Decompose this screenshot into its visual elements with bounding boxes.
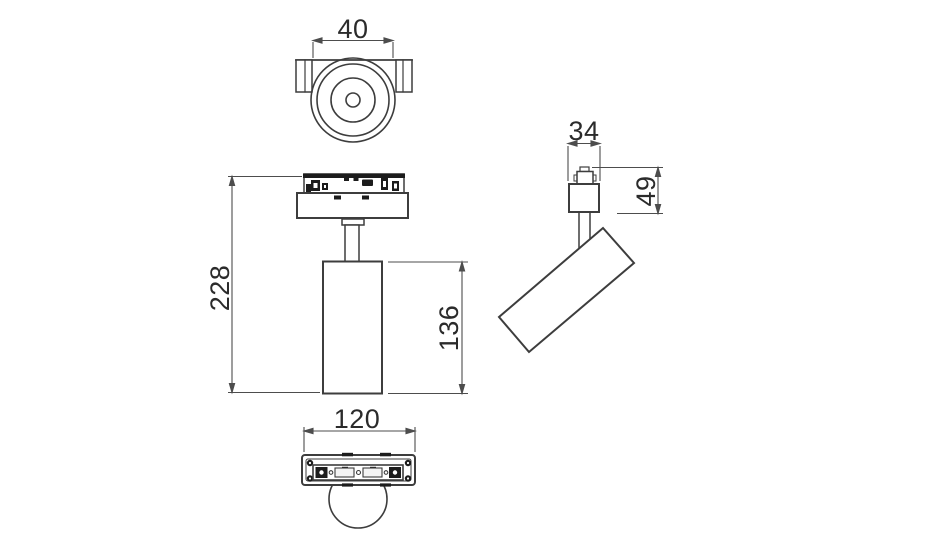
contact-clip-hole — [383, 181, 386, 187]
bracket-right-tab — [395, 59, 413, 93]
arrowhead — [405, 427, 417, 435]
dim-adapter-height — [592, 165, 663, 216]
screw-center — [308, 477, 312, 480]
arrowhead — [458, 383, 466, 396]
dim-label-top-width: 40 — [337, 14, 368, 44]
dim-label-base-length: 120 — [334, 404, 381, 434]
side-cylinder-tilted — [497, 226, 636, 354]
bottom-plate-inner-frame — [305, 458, 412, 482]
bracket-left-tab — [295, 59, 313, 93]
arrowhead — [383, 37, 395, 44]
contact-pin — [344, 177, 349, 181]
box-contact — [362, 195, 369, 200]
box-contact — [334, 195, 341, 200]
bottom-edge-tabs — [342, 452, 391, 487]
side-knob — [576, 170, 594, 185]
screw-center — [406, 461, 410, 465]
arrowhead — [228, 382, 236, 395]
dim-side-width — [566, 140, 602, 181]
side-knob-right-tick — [592, 174, 597, 182]
dimension-labels: 40 228 136 34 49 120 — [205, 14, 661, 434]
lamp-outer-rim — [310, 57, 396, 143]
side-knob-left-tick — [573, 174, 578, 182]
contact-pin — [353, 177, 359, 181]
rail-hole — [355, 469, 362, 476]
front-stem-collar — [341, 218, 365, 226]
rail-window — [362, 467, 383, 478]
contact-block — [362, 179, 373, 186]
bottom-contact-rail — [312, 464, 404, 481]
side-adapter-box — [568, 183, 600, 213]
front-box-contacts — [334, 195, 369, 200]
dimensions — [228, 37, 663, 452]
side-view — [497, 166, 636, 354]
front-adapter-contacts — [303, 173, 405, 192]
contact-clip-hole — [324, 185, 326, 188]
dim-overall-height — [228, 174, 320, 395]
rail-window — [334, 467, 355, 478]
edge-tab — [380, 483, 391, 487]
dim-label-adapter-height: 49 — [631, 175, 661, 206]
rail-elements — [315, 466, 401, 478]
front-cylinder-body — [322, 260, 383, 395]
front-adapter-box — [296, 192, 409, 219]
rail-end-hole — [392, 470, 398, 475]
rail-hole — [383, 470, 389, 475]
dim-label-body-height: 136 — [434, 305, 464, 352]
top-view — [295, 57, 413, 143]
edge-tab — [380, 452, 391, 457]
drawing-root — [295, 57, 636, 529]
arrowhead — [458, 260, 466, 272]
contact-clip-hole — [313, 183, 318, 188]
bottom-screws — [306, 459, 412, 482]
adapter-top-bar — [303, 173, 405, 178]
rail-end-hole — [319, 470, 324, 475]
dimension-marks — [228, 37, 663, 452]
arrowhead — [228, 174, 236, 187]
top-view-track-bracket — [295, 59, 413, 93]
contact-clip — [306, 184, 311, 192]
arrowhead — [654, 203, 662, 216]
dim-body-height — [388, 260, 468, 396]
top-view-lamp-head — [310, 57, 396, 143]
lamp-inner-rim — [316, 63, 390, 137]
arrowhead — [566, 140, 578, 147]
arrowhead — [590, 140, 602, 147]
contact-clip-hole — [394, 183, 397, 189]
arrowhead — [302, 427, 314, 435]
screw-center — [308, 461, 312, 465]
arrowhead — [311, 37, 323, 44]
front-view — [296, 173, 409, 395]
dim-label-side-width: 34 — [568, 116, 599, 146]
rail-windows — [328, 467, 389, 478]
dim-label-overall-height: 228 — [205, 265, 235, 312]
lamp-lens-circle — [330, 77, 376, 123]
screw-center — [406, 477, 410, 480]
lamp-center-dot — [345, 92, 361, 108]
rail-hole — [328, 470, 334, 475]
edge-tab — [342, 483, 353, 487]
edge-tab — [342, 452, 353, 457]
arrowhead — [654, 165, 662, 178]
bottom-view — [301, 452, 416, 529]
dim-top-width — [311, 37, 395, 58]
front-stem — [344, 224, 360, 263]
dim-base-length — [302, 427, 417, 452]
